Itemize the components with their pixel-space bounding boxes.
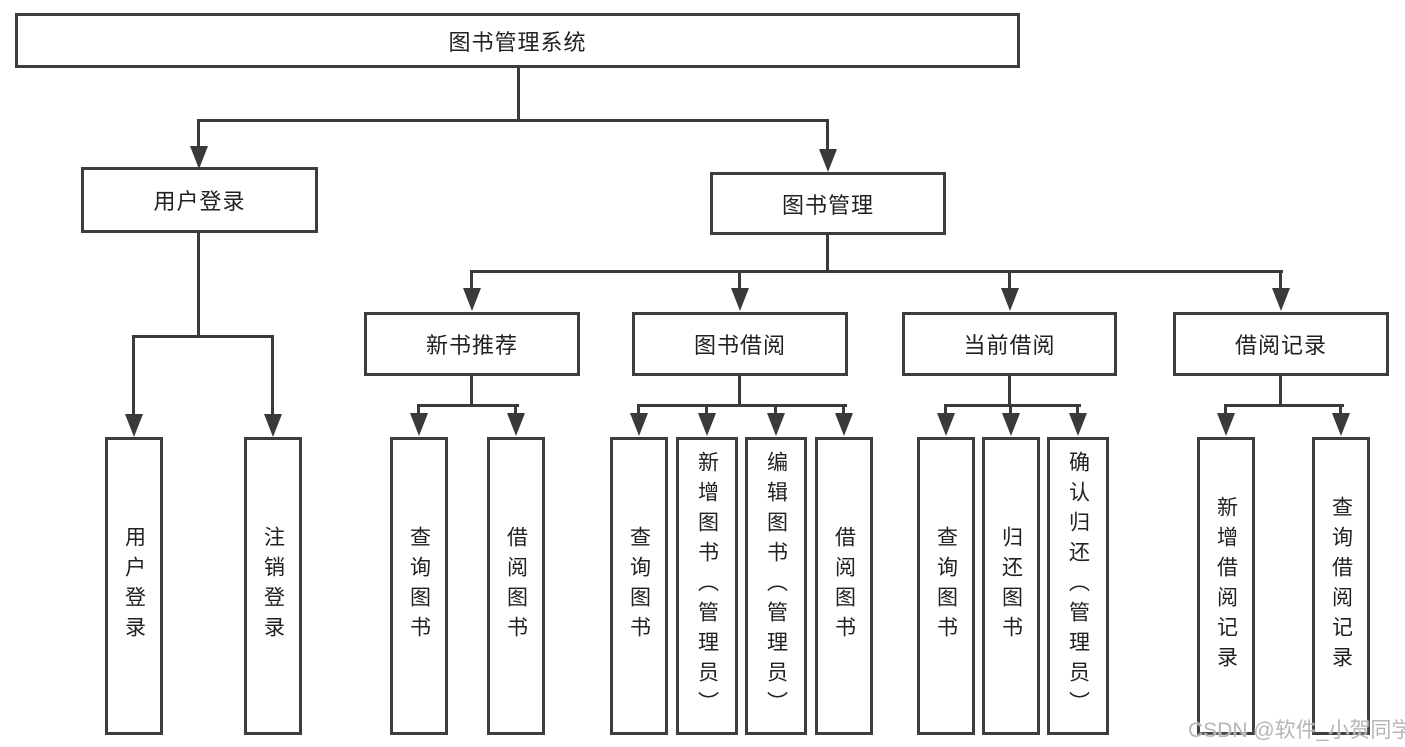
node-book-management: 图书管理 [710,172,946,235]
connector-drop-leaf [271,335,274,415]
leaf-logout: 注销登录 [244,437,302,735]
connector-drop-leaf [1339,404,1342,415]
arrow-down-icon [190,146,208,169]
arrow-down-icon [463,288,481,311]
connector-stub [470,376,473,407]
connector-drop-book-borrowing [738,270,741,289]
node-book-management-label: 图书管理 [781,192,874,218]
connector-drop-leaf [514,404,517,415]
connector-drop-new-book [470,270,473,289]
leaf-query-books-current: 查询图书 [917,437,975,735]
node-current-borrowing: 当前借阅 [902,312,1117,376]
connector-drop-leaf [1224,404,1227,415]
leaf-add-borrow-record: 新增借阅记录 [1197,437,1255,735]
node-book-borrowing: 图书借阅 [632,312,848,376]
leaf-borrow-books-label: 借阅图书 [832,526,856,646]
connector-drop-current-borrowing [1008,270,1011,289]
connector-drop-leaf [1076,404,1079,415]
arrow-down-icon [1332,413,1350,436]
connector-stub [1279,376,1282,407]
connector-stub [1008,376,1011,407]
arrow-down-icon [819,149,837,172]
node-current-borrowing-label: 当前借阅 [963,333,1056,358]
connector-drop-book-management [826,119,829,151]
node-borrowing-records-label: 借阅记录 [1234,333,1327,358]
leaf-user-login: 用户登录 [105,437,163,735]
connector-split [637,404,847,407]
csdn-watermark: CSDN @软件_小贺同学 [1188,719,1405,742]
arrow-down-icon [630,413,648,436]
leaf-borrow-books-recommend: 借阅图书 [487,437,545,735]
node-user-login-label: 用户登录 [153,189,246,214]
leaf-confirm-return-admin: 确认归还（管理员） [1047,437,1109,735]
connector-drop-borrowing-records [1279,270,1282,289]
arrow-down-icon [1217,413,1235,436]
connector-split [417,404,519,407]
connector-split [1224,404,1344,407]
leaf-borrow-books-borrowing: 借阅图书 [815,437,873,735]
connector-drop-leaf [1009,404,1012,415]
arrow-down-icon [410,413,428,436]
arrow-down-icon [767,413,785,436]
leaf-query-books-label: 查询图书 [934,526,958,646]
leaf-query-books-label: 查询图书 [407,526,431,646]
connector-level3-split [470,270,1283,273]
arrow-down-icon [1272,288,1290,311]
node-book-borrowing-label: 图书借阅 [693,333,786,358]
leaf-edit-books-admin-label: 编辑图书（管理员） [764,451,788,721]
leaf-borrow-books-label: 借阅图书 [504,526,528,646]
arrow-down-icon [698,413,716,436]
connector-drop-leaf [705,404,708,415]
leaf-query-books-label: 查询图书 [627,526,651,646]
connector-drop-user-login [197,119,200,149]
arrow-down-icon [1002,413,1020,436]
arrow-down-icon [937,413,955,436]
leaf-query-books-recommend: 查询图书 [390,437,448,735]
leaf-confirm-return-admin-label: 确认归还（管理员） [1066,451,1090,721]
connector-drop-leaf [637,404,640,415]
leaf-query-borrow-record-label: 查询借阅记录 [1329,496,1353,676]
connector-stub [738,376,741,407]
arrow-down-icon [264,414,282,437]
connector-user-login-stub [197,233,200,337]
leaf-return-books: 归还图书 [982,437,1040,735]
arrow-down-icon [507,413,525,436]
node-root: 图书管理系统 [15,13,1020,68]
arrow-down-icon [1069,413,1087,436]
node-borrowing-records: 借阅记录 [1173,312,1389,376]
node-user-login: 用户登录 [81,167,318,233]
connector-drop-leaf [944,404,947,415]
connector-drop-leaf [132,335,135,415]
leaf-add-borrow-record-label: 新增借阅记录 [1214,496,1238,676]
arrow-down-icon [835,413,853,436]
connector-book-management-stub [826,235,829,272]
leaf-add-books-admin: 新增图书（管理员） [676,437,738,735]
leaf-logout-label: 注销登录 [261,526,285,646]
leaf-edit-books-admin: 编辑图书（管理员） [745,437,807,735]
connector-drop-leaf [774,404,777,415]
node-new-book-recommend-label: 新书推荐 [425,333,518,358]
connector-drop-leaf [417,404,420,415]
leaf-add-books-admin-label: 新增图书（管理员） [695,451,719,721]
node-root-label: 图书管理系统 [448,29,587,55]
arrow-down-icon [125,414,143,437]
connector-level1-split [197,119,829,122]
connector-root-stub [517,68,520,121]
connector-drop-leaf [842,404,845,415]
arrow-down-icon [731,288,749,311]
leaf-query-books-borrowing: 查询图书 [610,437,668,735]
leaf-return-books-label: 归还图书 [999,526,1023,646]
connector-user-login-split [132,335,274,338]
leaf-query-borrow-record: 查询借阅记录 [1312,437,1370,735]
connector-split [944,404,1081,407]
arrow-down-icon [1001,288,1019,311]
node-new-book-recommend: 新书推荐 [364,312,580,376]
leaf-user-login-label: 用户登录 [122,526,146,646]
